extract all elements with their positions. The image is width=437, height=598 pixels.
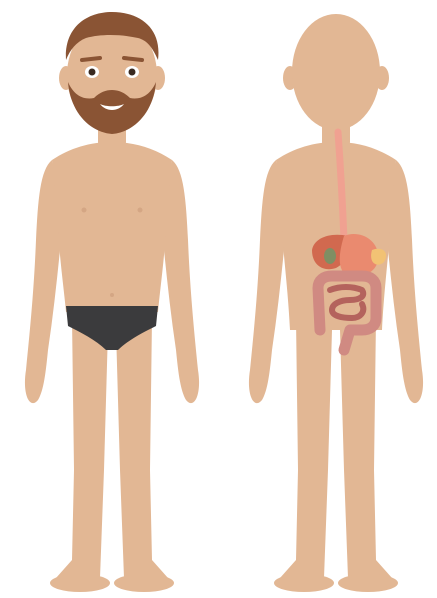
man-torso (52, 142, 172, 312)
man-right-leg (116, 318, 168, 585)
man-left-foot (50, 574, 110, 592)
man-right-brow (124, 58, 142, 60)
silhouette-right-leg (340, 318, 392, 585)
man-figure (25, 12, 199, 592)
silhouette-head (292, 14, 380, 130)
silhouette-left-foot (274, 574, 334, 592)
silhouette-right-foot (338, 574, 398, 592)
man-navel (110, 293, 114, 297)
man-right-foot (114, 574, 174, 592)
man-right-nipple (138, 208, 143, 213)
man-left-leg (56, 318, 108, 585)
man-left-nipple (82, 208, 87, 213)
man-left-pupil (89, 69, 96, 76)
man-left-brow (82, 58, 100, 60)
digestive-figure (249, 14, 423, 592)
gallbladder (324, 248, 336, 264)
man-right-pupil (129, 69, 136, 76)
silhouette-left-leg (280, 318, 332, 585)
